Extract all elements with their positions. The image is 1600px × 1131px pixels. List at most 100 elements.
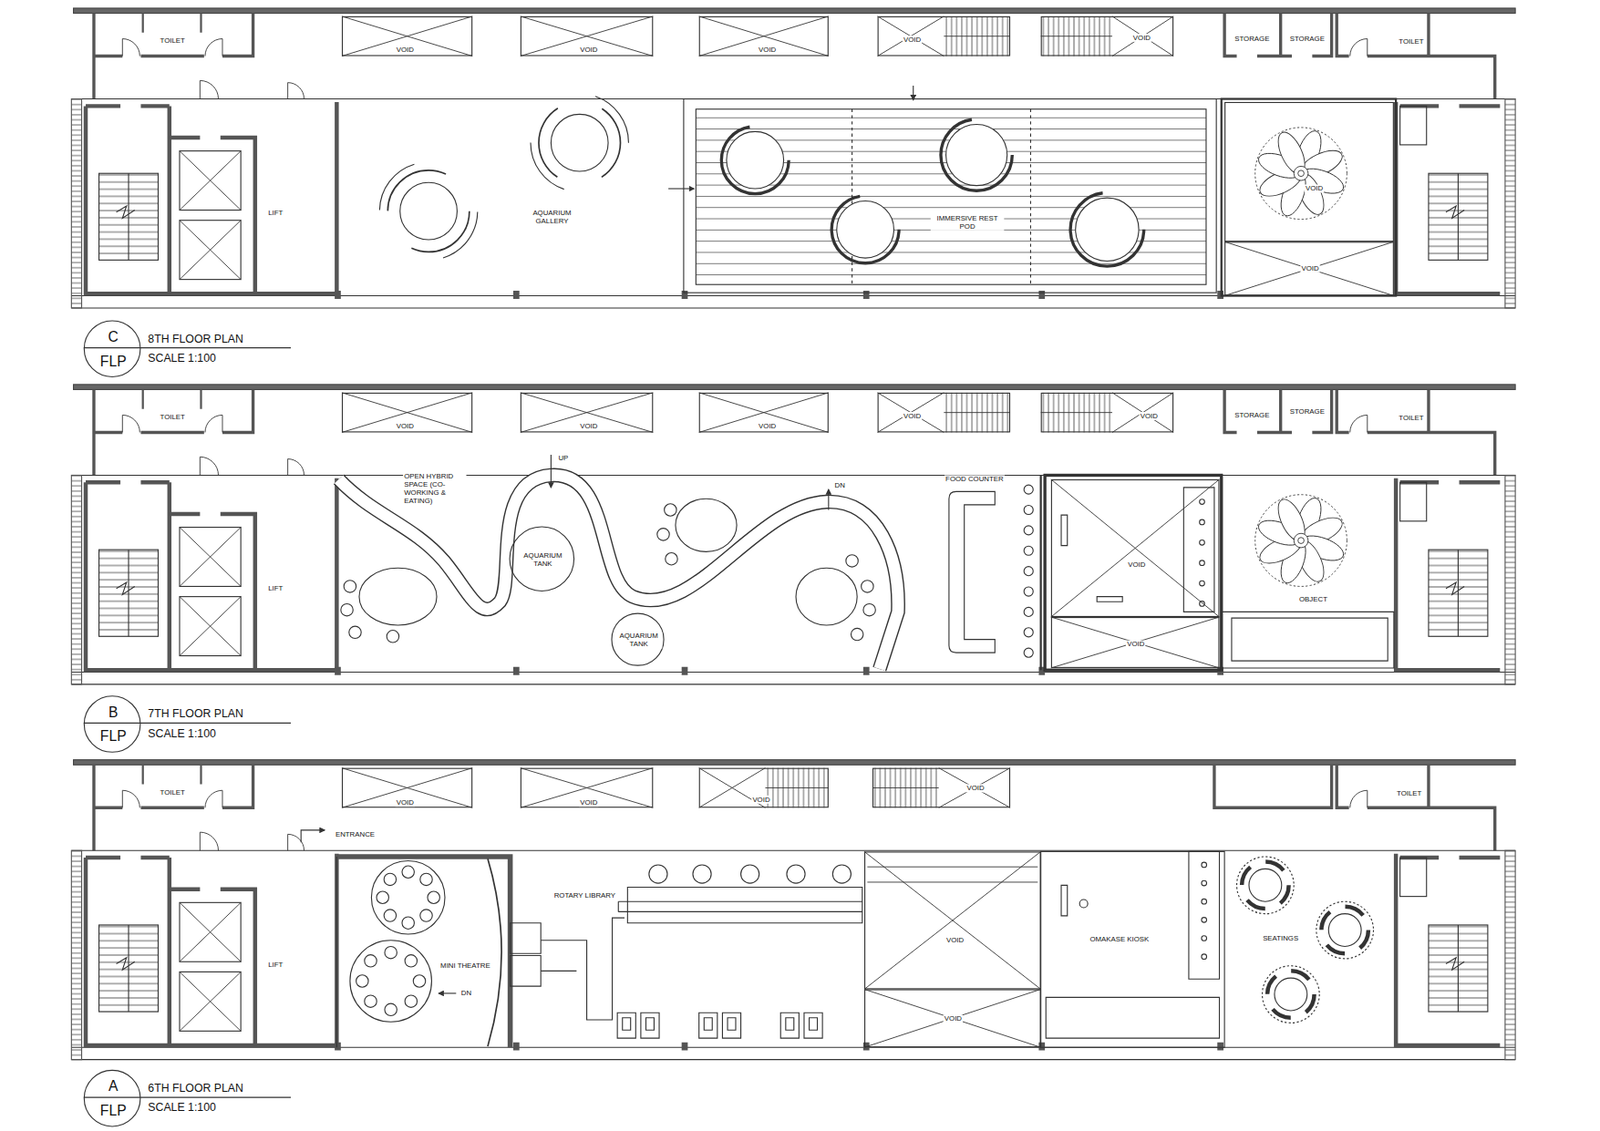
void-box: VOID [1224,102,1394,242]
plan-circle [530,93,629,192]
room-label: DN [460,989,474,998]
plan-path [300,830,325,843]
plan-circle [861,580,874,593]
plan-ellipse [795,567,857,626]
tank-circle: AQUARIUM TANK [610,613,664,667]
plan-circle [384,1003,397,1016]
plan-circle [1023,546,1033,556]
room-label: DN [833,481,847,490]
plan-circle [1328,914,1362,948]
plan-heading: 6TH FLOOR PLAN [146,1082,245,1095]
plan-circle [1023,485,1033,495]
plan-circle [940,119,1012,191]
room-label: IMMERSIVE REST POD [930,214,1005,231]
room-label: FOOD COUNTER [944,474,1005,484]
plan-circle [356,975,369,988]
room-label: OPEN HYBRID SPACE (CO-WORKING & EATING) [402,472,466,506]
plan-ellipse [675,498,737,552]
plan-circle [1201,954,1208,960]
plan-circle [420,909,433,922]
room-label: VOID [395,798,415,807]
plan-circle [340,603,353,616]
plan-circle [387,170,470,253]
plan-use [341,389,1332,433]
plan-circle [1070,192,1145,267]
plan-circle [863,603,876,616]
room-label: VOID [1139,412,1159,421]
plan-circle [657,528,670,541]
plan-use [341,13,1332,57]
plan-path [949,491,995,653]
plan-circle [1201,918,1208,924]
plan-path [487,858,502,1047]
plan-circle [384,946,397,959]
room-label: VOID [945,936,965,945]
room-label: TOILET [1397,413,1425,423]
plan-circle [1023,607,1033,617]
void-box: VOID [699,16,829,57]
plan-circle [402,866,414,878]
plan-circle [349,626,362,639]
plan-circle [946,124,1008,186]
plan-rect [1044,474,1222,671]
plan-path [83,348,291,1098]
room-label: VOID [1304,185,1324,194]
plan-circle [1201,880,1208,887]
plan-circle [665,553,678,566]
plan-heading: 7TH FLOOR PLAN [146,707,245,721]
plan-heading: SCALE 1:100 [146,351,217,365]
plan-circle [786,865,806,884]
room-label: STORAGE [1289,34,1326,43]
room-label: TOILET [1397,37,1425,46]
plan-marker: AFLP6TH FLOOR PLANSCALE 1:100 [83,1070,142,1128]
room-label: VOID [578,422,599,431]
void-box: VOID [1051,479,1220,618]
plan-use [71,8,1516,309]
plan-marker: CFLP8TH FLOOR PLANSCALE 1:100 [83,320,142,378]
plan-circle [1201,862,1208,868]
marker-text: FLP [99,1103,128,1120]
plan-rect [1041,851,1225,1048]
plan-circle [832,865,851,884]
room-label: MINI THEATRE [439,961,492,971]
room-label: TOILET [1395,789,1424,798]
room-label: ENTRANCE [334,830,376,839]
void-box: VOID [877,392,1012,434]
plan-circle [1316,901,1374,960]
plan-circle [383,909,396,922]
plan-circle [404,995,417,1008]
plan-path [540,918,625,1021]
plan-marker: BFLP7TH FLOOR PLANSCALE 1:100 [83,695,142,754]
void-box: VOID [699,768,829,809]
room-label: VOID [751,795,771,805]
plan-heading: SCALE 1:100 [146,1101,217,1115]
plan-circle [846,555,858,568]
room-label: LIFT [267,208,284,217]
room-label: VOID [1132,33,1152,42]
plan-circle [836,200,895,259]
plan-path [912,85,914,101]
plan-circle [1075,197,1139,261]
plan-circle [831,196,899,264]
room-label: TOILET [158,36,186,45]
room-label: VOID [395,422,415,431]
plan-path [438,992,456,994]
plan-circle [364,955,377,968]
void-box: VOID [520,16,654,57]
void-box: VOID [341,768,473,809]
plan-circle [386,630,399,643]
room-label: VOID [578,798,599,807]
plan-circle [1237,856,1295,915]
room-label: ROTARY LIBRARY [553,891,618,900]
plan-heading: SCALE 1:100 [146,727,217,741]
plan-use [71,384,1516,685]
void-box: VOID [341,392,473,434]
room-label: VOID [578,45,599,54]
void-box: VOID [872,768,1011,809]
room-label: VOID [902,412,922,421]
void-box: VOID [520,392,654,434]
plan-circle [538,102,621,185]
plan-path [864,851,1042,1048]
plan-circle [741,865,760,884]
